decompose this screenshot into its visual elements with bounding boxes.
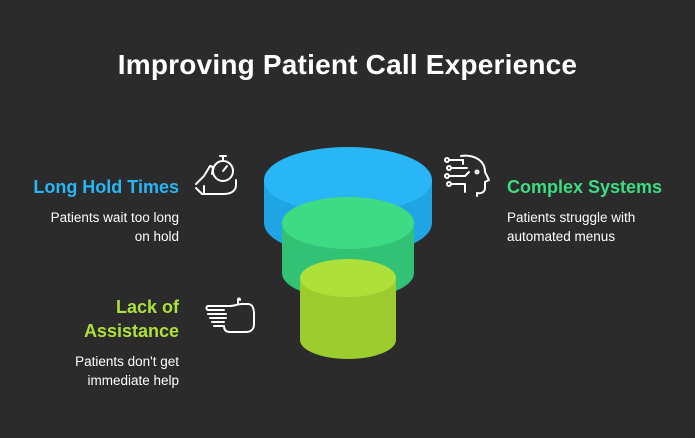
description-line: immediate help (87, 373, 179, 388)
heading-line: Assistance (83, 321, 179, 341)
heading-line: Lack of (115, 297, 179, 317)
description-line: automated menus (507, 229, 616, 244)
stopwatch-hand-icon (192, 152, 242, 198)
long-hold-times-heading: Long Hold Times (33, 177, 179, 197)
complex-systems-heading: Complex Systems (507, 177, 663, 197)
funnel-layer-lime (300, 259, 396, 359)
description-line: on hold (134, 229, 179, 244)
description-line: Patients struggle with (507, 210, 636, 225)
complex-systems-description: Patients struggle with automated menus (507, 208, 635, 246)
funnel-diagram (264, 147, 432, 359)
lack-of-assistance-heading: Lack of Assistance (84, 295, 179, 343)
pointing-hand-icon (204, 296, 256, 336)
description-line: Patients wait too long (50, 210, 179, 225)
description-line: Patients don't get (75, 354, 179, 369)
long-hold-times-description: Patients wait too long on hold (51, 208, 179, 246)
page-title: Improving Patient Call Experience (117, 49, 578, 80)
ai-head-icon (443, 152, 493, 198)
lack-of-assistance-description: Patients don't get immediate help (75, 352, 179, 390)
